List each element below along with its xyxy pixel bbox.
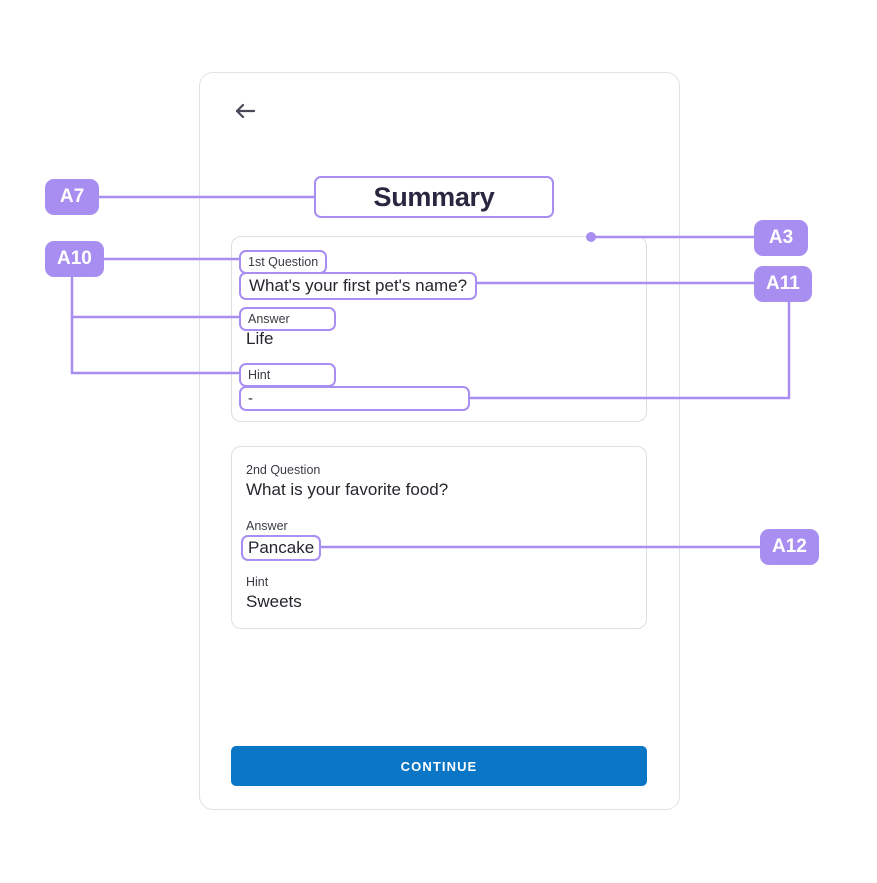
question-2-hint-label: Hint xyxy=(246,575,269,589)
annotation-badge-a3-label: A3 xyxy=(768,227,794,248)
question-1-hint-label: Hint xyxy=(248,368,271,382)
question-2-text: What is your favorite food? xyxy=(246,480,449,499)
back-arrow-icon[interactable] xyxy=(233,99,257,123)
annotation-badge-a7-label: A7 xyxy=(59,186,85,207)
question-1-hint-label-chip: Hint xyxy=(239,363,336,387)
annotation-badge-a10[interactable]: A10 xyxy=(45,241,104,277)
question-1-hint-value-chip: - xyxy=(239,386,470,411)
continue-button[interactable]: CONTINUE xyxy=(231,746,647,786)
annotation-badge-a7[interactable]: A7 xyxy=(45,179,99,215)
question-2-hint-value: Sweets xyxy=(246,592,302,611)
question-2-answer-label: Answer xyxy=(246,519,288,533)
annotation-badge-a11-label: A11 xyxy=(766,273,800,294)
question-2-answer-value-chip: Pancake xyxy=(241,535,322,561)
question-1-hint-value: - xyxy=(248,389,253,407)
annotation-badge-a3[interactable]: A3 xyxy=(754,220,808,256)
question-1-text: What's your first pet's name? xyxy=(249,276,468,295)
page-title-annotated-box: Summary xyxy=(314,176,554,218)
question-1-answer-label-chip: Answer xyxy=(239,307,336,331)
question-1-text-chip: What's your first pet's name? xyxy=(239,272,478,300)
annotation-badge-a12-label: A12 xyxy=(772,536,807,557)
question-2-answer-value: Pancake xyxy=(248,538,315,557)
question-1-answer-label: Answer xyxy=(248,312,290,326)
page-title: Summary xyxy=(373,181,495,212)
annotation-badge-a10-label: A10 xyxy=(57,248,92,269)
question-1-label: 1st Question xyxy=(248,255,319,269)
question-1-label-chip: 1st Question xyxy=(239,250,328,274)
question-2-label: 2nd Question xyxy=(246,463,321,477)
annotation-badge-a11[interactable]: A11 xyxy=(754,266,812,302)
annotation-badge-a12[interactable]: A12 xyxy=(760,529,819,565)
question-1-answer-value: Life xyxy=(246,329,274,348)
